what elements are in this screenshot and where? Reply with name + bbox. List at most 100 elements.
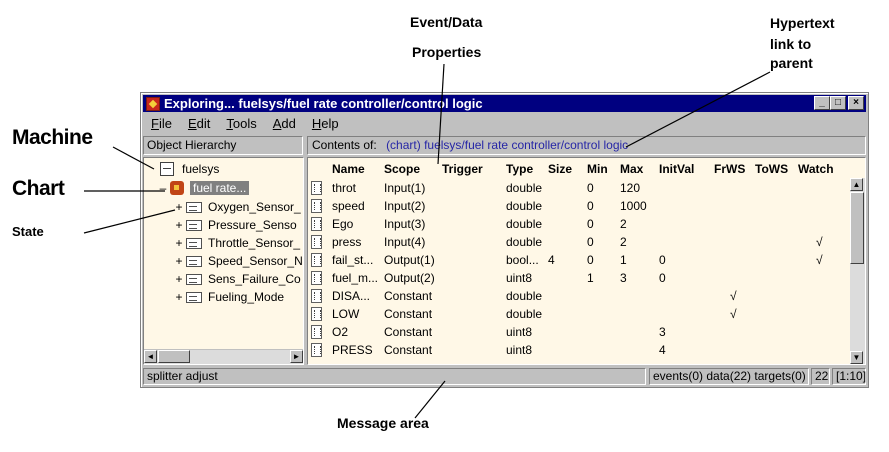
- data-icon: [311, 181, 322, 195]
- cell-max: 1: [620, 253, 627, 267]
- data-icon: [311, 217, 322, 231]
- maximize-button[interactable]: □: [830, 96, 846, 110]
- state-label: Fueling_Mode: [208, 290, 285, 304]
- data-icon: [311, 343, 322, 357]
- vertical-scroll-thumb[interactable]: [850, 192, 864, 264]
- column-header-frws[interactable]: FrWS: [714, 162, 746, 176]
- scroll-down-button[interactable]: ▼: [850, 351, 863, 364]
- cell-scope: Output(2): [384, 271, 435, 285]
- tree-node-state[interactable]: + Fueling_Mode: [174, 288, 284, 306]
- cell-scope: Input(3): [384, 217, 426, 231]
- cell-max: 1000: [620, 199, 647, 213]
- cell-min: 0: [587, 217, 594, 231]
- column-header-scope[interactable]: Scope: [384, 162, 421, 176]
- scroll-left-button[interactable]: ◄: [144, 350, 157, 363]
- status-counts: events(0) data(22) targets(0): [649, 368, 809, 385]
- grid-vertical-scrollbar[interactable]: ▲ ▼: [850, 178, 865, 364]
- cell-name[interactable]: press: [332, 235, 362, 249]
- cell-name[interactable]: PRESS: [332, 343, 373, 357]
- menu-edit[interactable]: Edit: [187, 115, 211, 131]
- chart-label: fuel rate...: [190, 181, 250, 195]
- column-header-trigger[interactable]: Trigger: [442, 162, 483, 176]
- cell-name[interactable]: DISA...: [332, 289, 371, 303]
- menu-tools[interactable]: Tools: [226, 115, 257, 131]
- cell-type: uint8: [506, 271, 533, 285]
- cell-name[interactable]: O2: [332, 325, 349, 339]
- expand-toggle[interactable]: +: [175, 218, 183, 232]
- machine-callout: Machine: [12, 126, 93, 149]
- cell-scope: Constant: [384, 307, 433, 321]
- collapse-toggle[interactable]: –: [159, 181, 167, 195]
- cell-name[interactable]: throt: [332, 181, 357, 195]
- parent-hyperlink[interactable]: (chart) fuelsys/fuel rate controller/con…: [386, 138, 629, 152]
- column-header-max[interactable]: Max: [620, 162, 644, 176]
- state-label: Pressure_Senso: [208, 218, 297, 232]
- column-header-name[interactable]: Name: [332, 162, 365, 176]
- cell-type: double: [506, 181, 543, 195]
- hypertext-callout-line1: Hypertext: [770, 15, 835, 31]
- cell-initval: 4: [659, 343, 666, 357]
- cell-min: 1: [587, 271, 594, 285]
- scroll-up-button[interactable]: ▲: [850, 178, 863, 191]
- expand-toggle[interactable]: +: [175, 290, 183, 304]
- menu-bar: File Edit Tools Add Help: [143, 113, 866, 133]
- tree-node-machine[interactable]: fuelsys: [148, 160, 219, 178]
- cell-name[interactable]: LOW: [332, 307, 360, 321]
- minimize-button[interactable]: _: [814, 96, 830, 110]
- state-label: Throttle_Sensor_: [208, 236, 301, 250]
- cell-name[interactable]: Ego: [332, 217, 354, 231]
- cell-type: double: [506, 307, 543, 321]
- tree-node-state[interactable]: +Speed_Sensor_N: [174, 252, 302, 270]
- cell-type: bool...: [506, 253, 539, 267]
- column-header-size[interactable]: Size: [548, 162, 573, 176]
- cell-size: 4: [548, 253, 555, 267]
- cell-frws: √: [730, 289, 737, 303]
- expand-toggle[interactable]: +: [175, 200, 183, 214]
- scroll-right-button[interactable]: ►: [290, 350, 303, 363]
- column-header-watch[interactable]: Watch: [798, 162, 834, 176]
- cell-type: double: [506, 235, 543, 249]
- expand-toggle[interactable]: +: [175, 254, 183, 268]
- window-controls: _ □ ×: [814, 96, 864, 110]
- close-button[interactable]: ×: [848, 96, 864, 110]
- tree-node-state[interactable]: + Oxygen_Sensor_: [174, 198, 301, 216]
- cell-max: 2: [620, 217, 627, 231]
- state-icon: [186, 291, 202, 303]
- cell-name[interactable]: fail_st...: [332, 253, 374, 267]
- cell-initval: 3: [659, 325, 666, 339]
- cell-type: uint8: [506, 343, 533, 357]
- cell-type: double: [506, 289, 543, 303]
- tree-node-chart[interactable]: – fuel rate...: [158, 179, 250, 197]
- cell-name[interactable]: speed: [332, 199, 365, 213]
- column-header-initval[interactable]: InitVal: [659, 162, 695, 176]
- cell-min: 0: [587, 235, 594, 249]
- contents-prefix: Contents of:: [312, 138, 377, 152]
- contents-header: Contents of: (chart) fuelsys/fuel rate c…: [307, 136, 866, 155]
- menu-file[interactable]: File: [151, 115, 172, 131]
- cell-max: 2: [620, 235, 627, 249]
- tree-node-state[interactable]: + Sens_Failure_Co: [174, 270, 301, 288]
- state-label: Sens_Failure_Co: [208, 272, 301, 286]
- tree-node-state[interactable]: + Pressure_Senso: [174, 216, 297, 234]
- column-header-min[interactable]: Min: [587, 162, 608, 176]
- menu-add[interactable]: Add: [272, 115, 296, 131]
- tree-horizontal-scrollbar[interactable]: ◄ ►: [144, 349, 303, 364]
- window-title: Exploring... fuelsys/fuel rate controlle…: [164, 96, 483, 111]
- expand-toggle[interactable]: +: [175, 272, 183, 286]
- scroll-thumb[interactable]: [158, 350, 190, 363]
- state-label: Oxygen_Sensor_: [208, 200, 301, 214]
- cell-type: double: [506, 217, 543, 231]
- cell-min: 0: [587, 199, 594, 213]
- title-bar[interactable]: Exploring... fuelsys/fuel rate controlle…: [143, 95, 866, 112]
- chart-callout: Chart: [12, 177, 65, 200]
- cell-max: 3: [620, 271, 627, 285]
- contents-grid: Name Scope Trigger Type Size Min Max InitVal FrW…: [307, 157, 866, 365]
- message-area-callout: Message area: [337, 415, 429, 431]
- column-header-tows[interactable]: ToWS: [755, 162, 789, 176]
- expand-toggle[interactable]: +: [175, 236, 183, 250]
- column-header-type[interactable]: Type: [506, 162, 534, 176]
- tree-node-state[interactable]: + Throttle_Sensor_: [174, 234, 300, 252]
- menu-help[interactable]: Help: [311, 115, 339, 131]
- cell-name[interactable]: fuel_m...: [332, 271, 379, 285]
- cell-frws: √: [730, 307, 737, 321]
